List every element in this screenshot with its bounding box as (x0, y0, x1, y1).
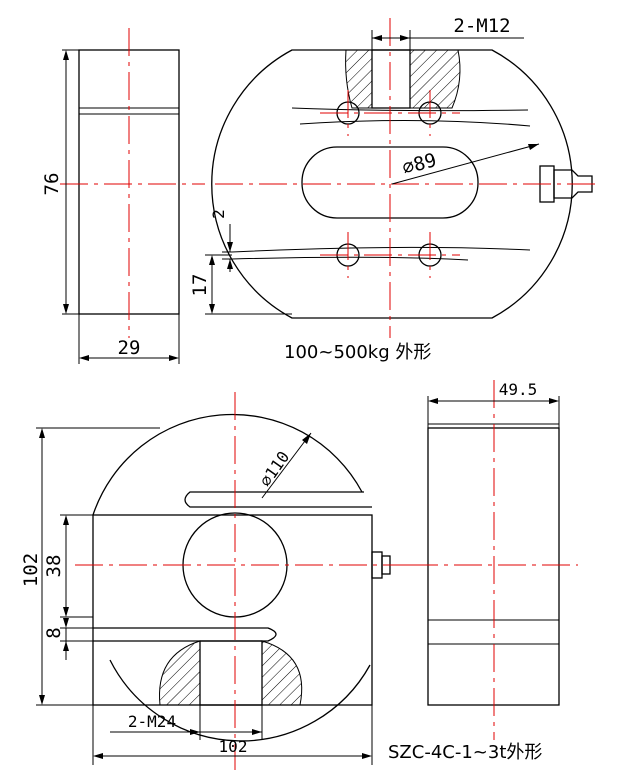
dim-102-horizontal: 102 (219, 737, 248, 756)
dia-label-bottom: ⌀110 (256, 448, 294, 490)
dim-102-vertical: 102 (20, 553, 42, 587)
dim-29: 29 (118, 337, 141, 359)
dim-2-top: 2 (209, 209, 228, 219)
top-front-view: 2-M12 ⌀89 2 17 100~500kg 外形 (189, 15, 600, 363)
caption-bottom: SZC-4C-1~3t外形 (388, 742, 542, 763)
thread-label-top: 2-M12 (453, 15, 510, 37)
bottom-side-view: 49.5 SZC-4C-1~3t外形 (388, 380, 578, 763)
caption-top: 100~500kg 外形 (284, 342, 431, 363)
dim-76: 76 (41, 173, 63, 196)
dim-49-5: 49.5 (499, 380, 538, 399)
top-side-view: 76 29 (41, 28, 205, 364)
dia-label-top: ⌀89 (400, 149, 439, 179)
bottom-front-view: ⌀110 102 38 8 2-M24 102 (20, 392, 410, 770)
dim-17: 17 (189, 274, 211, 297)
dim-8: 8 (43, 627, 65, 638)
thread-label-bottom: 2-M24 (128, 712, 176, 731)
dim-38: 38 (43, 555, 65, 578)
